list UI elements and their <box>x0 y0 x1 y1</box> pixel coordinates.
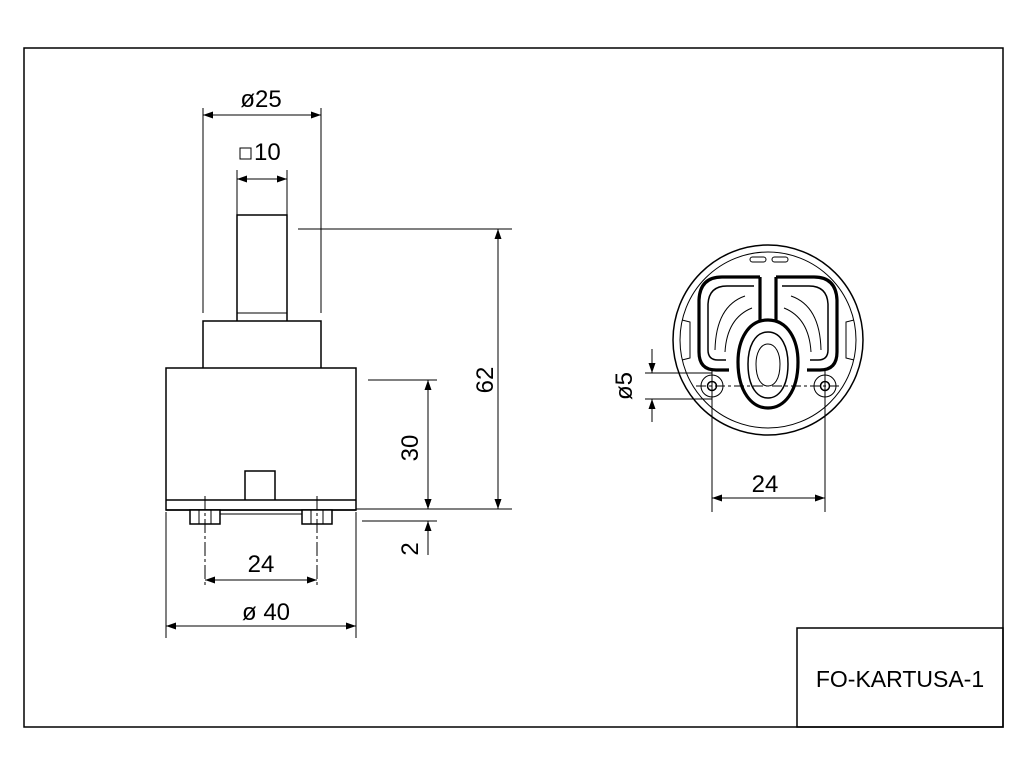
dim-text-stem-diameter: ø25 <box>240 86 281 113</box>
dim-text-pin-spacing-bottom: 24 <box>752 471 779 498</box>
rib-right <box>783 295 822 353</box>
dim-text-body-height: 30 <box>397 435 424 462</box>
dimension-total-height: 62 <box>298 228 512 510</box>
dim-text-stem-square: 10 <box>254 139 281 166</box>
dimension-pin-spacing-side: 24 <box>205 551 317 584</box>
drawing-code: FO-KARTUSA-1 <box>816 666 984 692</box>
outer-rim <box>672 244 864 436</box>
dimension-stem-diameter: ø25 <box>202 86 322 313</box>
dimension-body-diameter: ø 40 <box>165 512 357 638</box>
cartridge-body <box>165 367 357 511</box>
body-notch <box>244 470 276 500</box>
dimension-body-height: 30 <box>368 379 437 509</box>
dimension-pin-spacing-bottom: 24 <box>712 471 825 502</box>
dim-text-hole-diameter: ø5 <box>611 372 638 400</box>
dim-text-body-diameter: ø 40 <box>242 599 290 626</box>
inner-rim <box>679 251 857 429</box>
port-outer <box>736 318 800 410</box>
cartridge-stem <box>236 214 288 324</box>
cartridge-neck <box>202 320 322 370</box>
bottom-view <box>672 244 864 512</box>
gasket-inner-right <box>782 285 829 361</box>
drawing-frame <box>23 47 1004 728</box>
index-mark-right <box>771 256 789 263</box>
title-block: FO-KARTUSA-1 <box>796 627 1004 728</box>
index-mark-left <box>749 256 767 263</box>
dimension-stem-square: 10 <box>236 139 288 215</box>
square-symbol-icon <box>239 147 252 160</box>
port-core <box>755 343 781 387</box>
port-inner <box>747 331 789 399</box>
gasket-outline <box>697 275 839 372</box>
gasket-inner-left <box>707 285 754 361</box>
dimension-hole-diameter: ø5 <box>611 349 712 422</box>
dim-text-total-height: 62 <box>472 367 499 394</box>
left-lug <box>681 319 691 361</box>
side-view <box>165 214 357 588</box>
rib-left <box>714 295 753 353</box>
dim-text-pin-spacing-side: 24 <box>248 551 275 578</box>
title-block-box <box>796 627 1004 728</box>
right-lug <box>845 319 855 361</box>
dim-text-pin-height: 2 <box>397 542 424 555</box>
dimension-pin-height: 2 <box>362 498 437 556</box>
